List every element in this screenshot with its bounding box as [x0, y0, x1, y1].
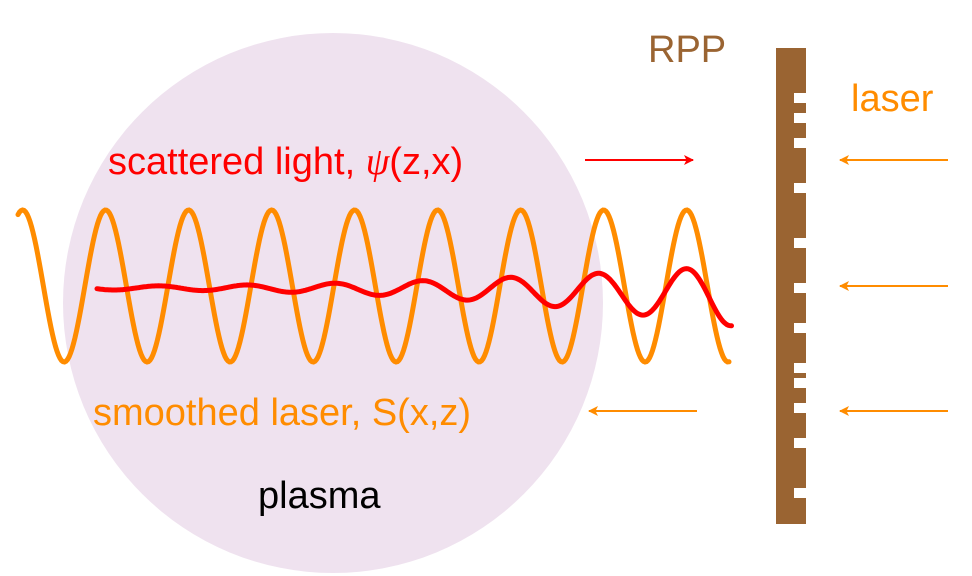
laser-label: laser	[851, 78, 934, 120]
smoothed-laser-label: smoothed laser, S(x,z)	[93, 392, 471, 434]
scattered-light-label: scattered light, ψ(z,x)	[108, 141, 463, 183]
smoothed-laser-wave-icon	[15, 207, 732, 365]
rpp-plate	[776, 48, 806, 524]
plasma-label: plasma	[258, 475, 381, 517]
scattered-light-wave-icon	[94, 266, 734, 329]
rpp-label: RPP	[648, 29, 726, 71]
